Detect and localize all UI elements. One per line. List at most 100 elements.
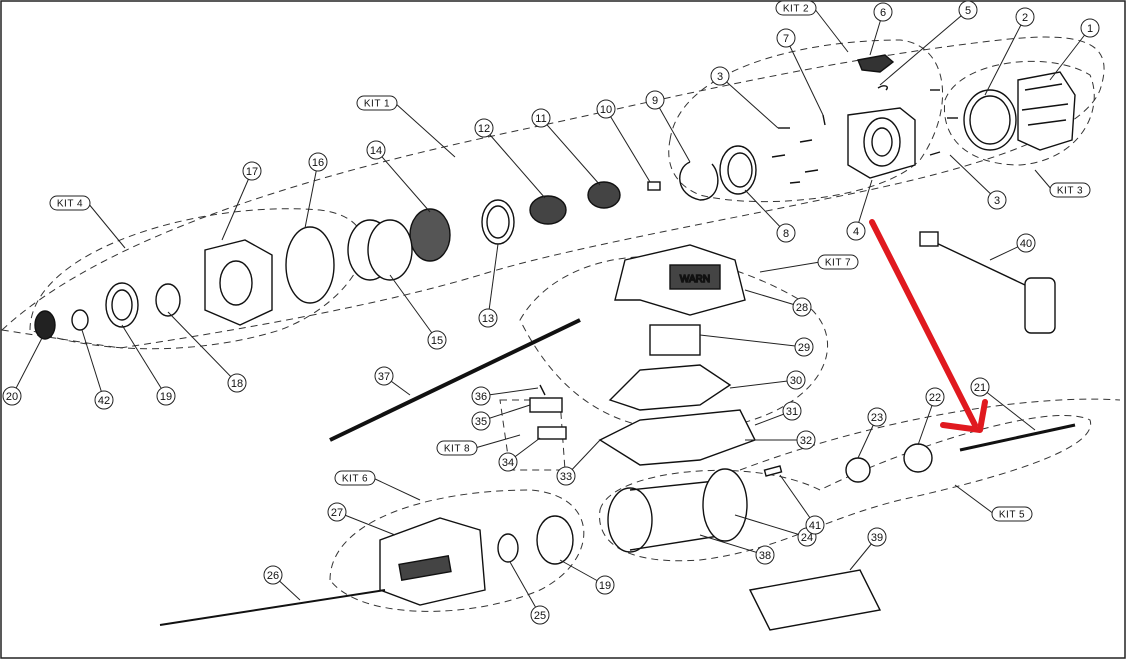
part-3-screws [771,89,958,184]
highlight-arrow-head [940,399,988,433]
part-20-gear [34,310,56,340]
callout-number: 22 [929,392,941,404]
kit-label-pill [49,195,91,211]
callout-number: 14 [370,145,382,157]
kit-leader [759,261,821,273]
kit-label: KIT 8 [444,444,470,455]
callout-number: 30 [790,375,802,387]
callout-number: 31 [786,406,798,418]
callout-leader [744,189,787,234]
callout-leader [11,337,43,397]
kit-label: KIT 6 [342,474,368,485]
callout-number: 2 [1022,12,1028,24]
callout-number: 39 [871,532,883,544]
part-26-rod [159,589,386,626]
callout-leader [483,127,546,199]
kit-3-boundary [943,60,1095,166]
callout-circle [595,575,615,595]
callout-circle [846,221,866,241]
callout-circle [873,2,893,22]
callout-number: 37 [378,371,390,383]
callout-number: 21 [974,382,986,394]
part-42-washer [71,309,89,331]
callout-leader [509,561,541,616]
part-41-key [763,465,783,477]
part-22-brake [903,443,933,473]
callout-leader [221,170,253,241]
callout-circle [1080,18,1100,38]
callout-circle [327,502,347,522]
callout-circle [530,605,550,625]
callout-leader [487,243,499,319]
part-14-carrier [409,208,451,262]
callout-leader [744,289,803,308]
callout-circle [805,515,825,535]
callout-number: 27 [331,507,343,519]
callout-number: 9 [652,95,658,107]
kit-label-pill [334,470,376,486]
kit-label-pill [436,440,478,456]
callout-number: 38 [759,550,771,562]
kit-5-boundary [599,414,1092,562]
callout-number: 4 [853,226,859,238]
callout-circle [1016,233,1036,253]
callout-number: 41 [809,520,821,532]
callout-leader [699,534,766,556]
part-30-base [608,364,732,411]
part-11-carrier [587,181,621,209]
callout-leader [81,329,105,401]
callout-circle [867,527,887,547]
callout-leader [540,117,601,186]
part-7-bolt [822,114,826,126]
kit-leader [87,202,126,249]
callout-circle [710,66,730,86]
callout-number: 3 [717,71,723,83]
part-27-badge [398,554,452,582]
highlight-arrow [869,219,988,433]
part-5-clip [877,85,888,91]
callout-number: 35 [475,416,487,428]
part-29-contactor [649,324,701,356]
callout-circle [987,190,1007,210]
kit-leader [372,477,421,501]
callout-leader [949,154,998,201]
callout-leader [605,108,651,183]
kit-leader [394,102,456,158]
callout-circle [782,401,802,421]
callout-leader [785,37,824,116]
part-25-ring [497,533,519,563]
callouts: 1233456789101112131415161718191920212223… [2,0,1100,625]
callout-circle [2,386,22,406]
callout-circle [427,330,447,350]
part-21-shaft [959,423,1076,452]
callout-circle [925,387,945,407]
highlight-arrow-shaft [869,219,978,428]
part-32-plate [598,409,756,466]
callout-number: 19 [599,580,611,592]
callout-leader [779,474,816,526]
callout-circle [94,390,114,410]
kit-label: KIT 1 [364,99,390,110]
kit-label-pill [1049,182,1091,198]
callout-number: 34 [502,457,514,469]
callout-leader [699,334,805,348]
part-40-remote [1024,277,1056,334]
callout-circle [478,308,498,328]
callout-number: 6 [880,7,886,19]
callout-leader [879,9,969,86]
callout-circle [970,377,990,397]
kit-label: KIT 4 [57,199,83,210]
callout-number: 1 [1087,23,1093,35]
part-24-drum-end [702,468,748,542]
callout-circle [786,370,806,390]
callout-circle [531,108,551,128]
callout-leader [389,274,438,341]
callout-circle [242,161,262,181]
callout-leader [729,379,797,389]
callout-number: 42 [98,395,110,407]
callout-leader [979,386,1036,431]
part-34-clip [537,426,567,440]
